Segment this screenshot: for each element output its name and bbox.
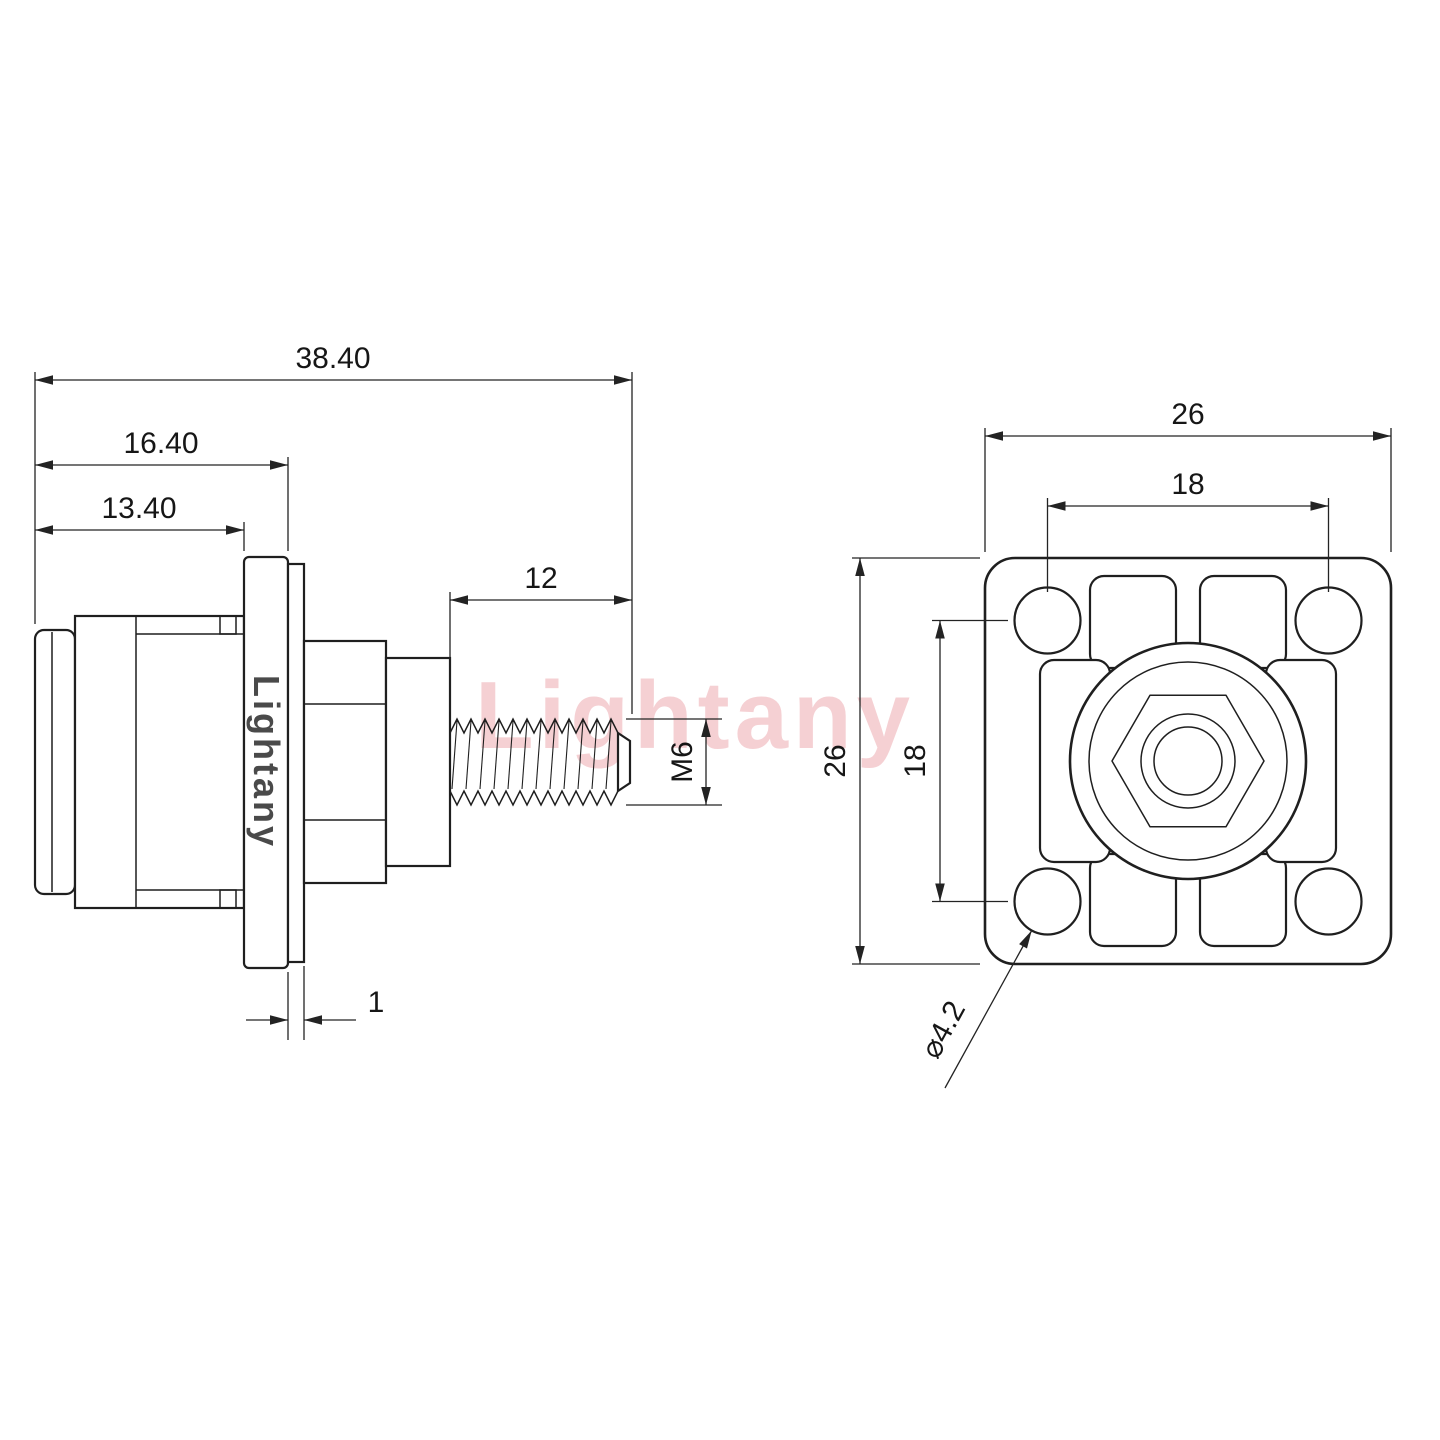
dim-hole-pitch-horizontal: 18 <box>1046 468 1330 592</box>
watermark-text: Lightany <box>475 662 915 769</box>
dim-hole-pitch-vertical-label: 18 <box>899 744 932 777</box>
dim-body-length-label: 16.40 <box>123 427 198 460</box>
dim-hole-pitch-vertical: 18 <box>899 619 1008 903</box>
thread-crest-top <box>449 717 619 735</box>
dim-barrel-length: 13.40 <box>35 492 245 551</box>
oring-groove-top <box>219 615 237 635</box>
mounting-hole-bottom-left <box>1013 867 1082 936</box>
center-hex-nut <box>1111 694 1265 828</box>
oring-groove-bottom <box>219 889 237 909</box>
dim-flange-height: 26 <box>819 557 980 965</box>
front-view: 26 18 26 18 <box>819 398 1393 1089</box>
center-bore-outer <box>1140 713 1236 809</box>
dim-hole-pitch-horizontal-label: 18 <box>1171 468 1204 501</box>
thread-crest-bottom <box>449 789 619 807</box>
dim-flange-width-label: 26 <box>1171 398 1204 431</box>
center-boss-inner <box>1088 661 1288 861</box>
center-bore <box>1153 726 1223 796</box>
dim-flange-height-label: 26 <box>819 744 852 777</box>
threaded-stud <box>449 717 632 807</box>
dim-gasket-thickness: 1 <box>246 966 384 1040</box>
dim-body-length: 16.40 <box>35 427 289 551</box>
shoulder <box>384 656 452 868</box>
dim-total-length-label: 38.40 <box>295 342 370 375</box>
brand-text: Lightany <box>246 675 287 849</box>
dim-flange-width: 26 <box>984 398 1392 552</box>
gasket <box>286 562 306 964</box>
side-view: Lightany <box>33 342 722 1040</box>
dim-thread-spec-label: M6 <box>666 741 699 783</box>
hex-nut-side <box>302 639 388 885</box>
dim-thread-spec: M6 <box>626 718 722 806</box>
dim-thread-length-label: 12 <box>524 562 557 595</box>
mounting-hole-top-right <box>1294 586 1363 655</box>
dim-thread-length: 12 <box>449 562 632 712</box>
rear-cap <box>33 628 77 896</box>
dim-gasket-thickness-label: 1 <box>368 986 385 1019</box>
center-boss-outer <box>1068 641 1308 881</box>
connector-barrel <box>73 614 246 910</box>
mounting-hole-top-left <box>1013 586 1082 655</box>
mounting-hole-bottom-right <box>1294 867 1363 936</box>
dim-total-length: 38.40 <box>34 342 633 714</box>
thread-tip-chamfer <box>616 730 632 794</box>
dim-barrel-length-label: 13.40 <box>101 492 176 525</box>
